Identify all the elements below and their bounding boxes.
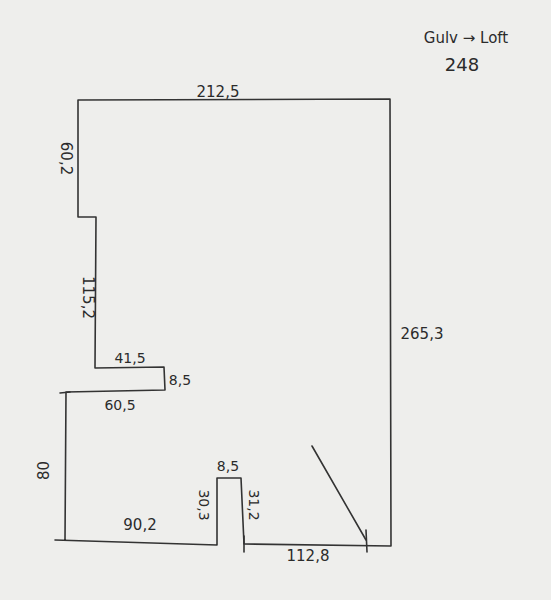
dimension-label: 80 xyxy=(38,460,53,479)
dimension-label: 30,3 xyxy=(197,489,211,520)
dimension-label: 8,5 xyxy=(217,459,239,473)
room-outline xyxy=(55,99,391,546)
dimension-label: 31,2 xyxy=(247,489,261,520)
dimension-label: 41,5 xyxy=(114,351,145,365)
dimension-label: 112,8 xyxy=(287,549,330,564)
dimension-label: 90,2 xyxy=(123,518,156,533)
dimension-label: 60,5 xyxy=(104,398,135,412)
dimension-label: 248 xyxy=(445,56,479,74)
tick-mark xyxy=(366,530,367,552)
dimension-label: 60,2 xyxy=(59,141,74,174)
dimension-label: 212,5 xyxy=(197,85,240,100)
dimension-label: Gulv → Loft xyxy=(424,31,508,46)
dimension-label: 8,5 xyxy=(169,373,191,387)
tick-mark xyxy=(243,536,245,552)
door-swing xyxy=(312,446,366,540)
dimension-label: 265,3 xyxy=(401,327,444,342)
tick-mark xyxy=(60,392,70,393)
dimension-label: 115,2 xyxy=(79,276,94,319)
